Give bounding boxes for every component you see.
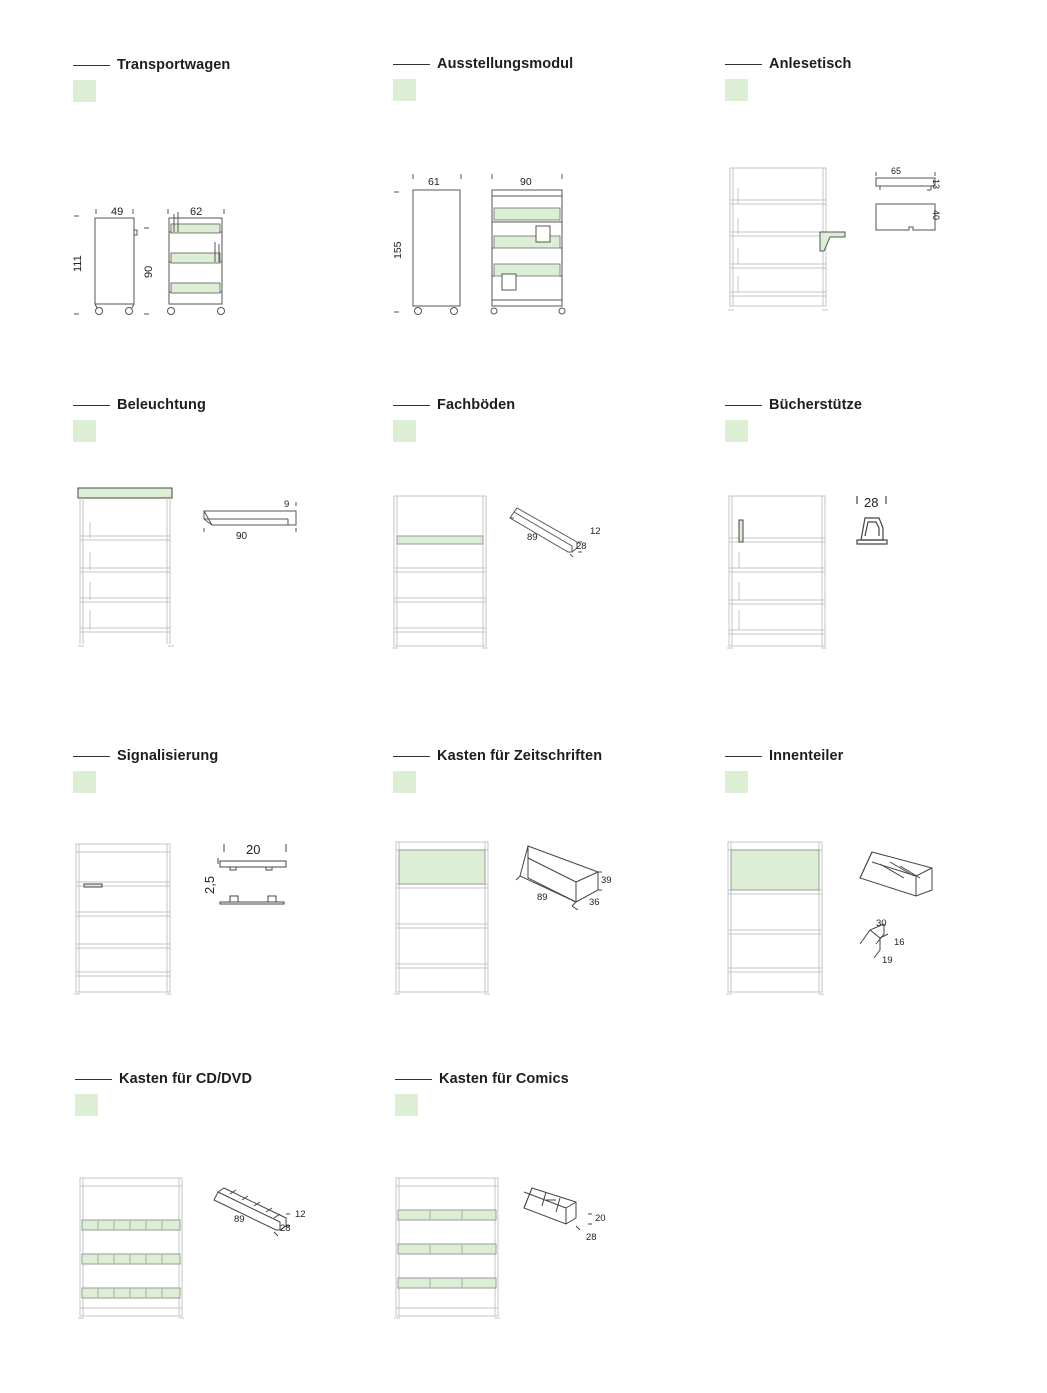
dim-65: 65	[891, 166, 901, 176]
dim-90: 90	[236, 531, 248, 542]
section-title-label: Ausstellungsmodul	[437, 56, 574, 72]
dim-16: 16	[894, 937, 905, 948]
kasten-zeitschriften-drawing: 39 89 36	[394, 841, 612, 995]
dim-12: 12	[295, 1209, 306, 1220]
kasten-comics-drawing: 20 28	[394, 1177, 606, 1319]
color-swatch	[393, 79, 416, 101]
section-title: Ausstellungsmodul	[393, 56, 573, 72]
section-title-label: Kasten für CD/DVD	[119, 1071, 253, 1087]
color-swatch	[725, 771, 748, 793]
dim-89: 89	[234, 1214, 245, 1225]
title-rule	[73, 755, 110, 757]
section-title-label: Innenteiler	[769, 748, 844, 764]
color-swatch	[725, 420, 748, 442]
title-rule	[725, 63, 762, 65]
section-title-label: Transportwagen	[117, 57, 231, 73]
dim-28: 28	[576, 541, 587, 552]
section-title: Signalisierung	[73, 748, 218, 764]
section-title: Kasten für Zeitschriften	[393, 748, 602, 764]
section-title-label: Beleuchtung	[117, 397, 206, 413]
section-title-label: Anlesetisch	[769, 56, 852, 72]
dim-111: 111	[72, 255, 84, 272]
dim-90: 90	[520, 176, 532, 188]
section-title: Kasten für CD/DVD	[75, 1071, 252, 1087]
transportwagen-drawing: 49 62 111 90	[72, 206, 225, 315]
dim-30: 30	[876, 918, 887, 929]
dim-39: 39	[601, 875, 612, 886]
signalisierung-drawing: 20 2,5	[74, 842, 287, 995]
fachboeden-drawing: 89 12 28	[392, 495, 601, 649]
dim-89: 89	[537, 892, 548, 903]
color-swatch	[75, 1094, 98, 1116]
section-title: Fachböden	[393, 397, 515, 413]
dim-89: 89	[527, 532, 538, 543]
color-swatch	[393, 771, 416, 793]
section-title: Innenteiler	[725, 748, 843, 764]
title-rule	[73, 404, 110, 406]
anlesetisch-drawing: 65 13 40	[728, 166, 941, 311]
dim-28: 28	[864, 495, 878, 510]
section-title-label: Signalisierung	[117, 748, 219, 764]
title-rule	[395, 1078, 432, 1080]
dim-49: 49	[111, 206, 123, 218]
title-rule	[73, 64, 110, 66]
title-rule	[393, 63, 430, 65]
dim-40: 40	[931, 210, 941, 220]
section-title-label: Fachböden	[437, 397, 516, 413]
dim-2-5: 2,5	[202, 876, 217, 894]
section-title: Bücherstütze	[725, 397, 862, 413]
dim-19: 19	[882, 955, 893, 966]
color-swatch	[393, 420, 416, 442]
dim-28: 28	[586, 1232, 597, 1243]
title-rule	[393, 755, 430, 757]
dim-28: 28	[280, 1223, 291, 1234]
dim-62: 62	[190, 206, 202, 218]
dim-61: 61	[428, 176, 440, 188]
title-rule	[725, 404, 762, 406]
color-swatch	[73, 420, 96, 442]
ausstellungsmodul-drawing: 61 90 155	[392, 174, 566, 315]
color-swatch	[73, 771, 96, 793]
section-title-label: Kasten für Zeitschriften	[437, 748, 603, 764]
dim-20: 20	[246, 842, 260, 857]
buecherstuetze-drawing: 28	[727, 495, 888, 649]
dim-36: 36	[589, 897, 600, 908]
title-rule	[725, 755, 762, 757]
title-rule	[393, 404, 430, 406]
section-title: Transportwagen	[73, 57, 230, 73]
title-rule	[75, 1078, 112, 1080]
color-swatch	[725, 79, 748, 101]
dim-155: 155	[392, 241, 404, 259]
dim-12: 12	[590, 526, 601, 537]
kasten-cd-dvd-drawing: 89 12 28	[78, 1177, 306, 1319]
section-title: Kasten für Comics	[395, 1071, 569, 1087]
color-swatch	[395, 1094, 418, 1116]
section-title-label: Bücherstütze	[769, 397, 863, 413]
dim-20: 20	[595, 1213, 606, 1224]
innenteiler-drawing: 30 16 19	[726, 841, 933, 995]
color-swatch	[73, 80, 96, 102]
dim-90: 90	[143, 266, 155, 278]
section-title-label: Kasten für Comics	[439, 1071, 569, 1087]
section-title: Anlesetisch	[725, 56, 852, 72]
section-title: Beleuchtung	[73, 397, 206, 413]
dim-9: 9	[284, 499, 289, 510]
dim-13: 13	[931, 179, 941, 189]
beleuchtung-drawing: 9 90	[77, 487, 297, 647]
